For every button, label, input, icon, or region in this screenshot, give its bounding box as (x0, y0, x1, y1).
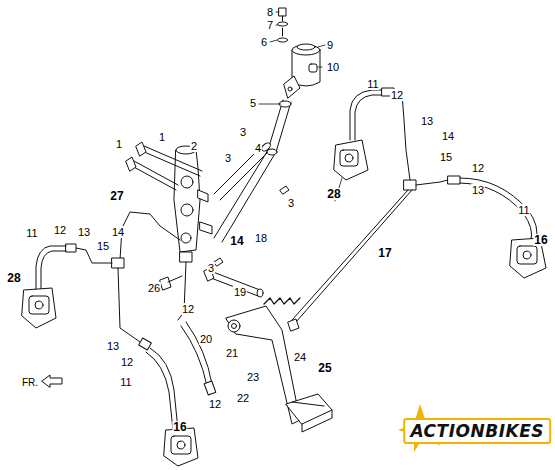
reservoir-hoses (214, 100, 291, 266)
callout-number: 11 (119, 376, 132, 388)
callout-number: 3 (287, 197, 295, 209)
callout-number: 12 (53, 224, 67, 236)
callout-number: 3 (224, 152, 232, 164)
callout-number: 28 (326, 188, 341, 200)
callout-number: 14 (441, 130, 455, 142)
callout-number: 16 (172, 421, 187, 433)
caliper-28-right (334, 140, 368, 180)
callout-number: 23 (246, 371, 260, 383)
callout-number: 6 (260, 36, 268, 48)
reservoir-bolt (278, 8, 288, 42)
callout-number: 20 (199, 333, 213, 345)
callout-number: 12 (181, 303, 195, 315)
connecting-rod (292, 190, 412, 322)
callout-number: 12 (208, 398, 222, 410)
master-cylinder (174, 146, 212, 262)
brand-logo: ACTIONBIKES (403, 418, 551, 444)
callout-number: 3 (239, 126, 247, 138)
callout-number: 12 (471, 162, 485, 174)
callout-number: 2 (190, 140, 198, 152)
callout-number: 1 (115, 138, 123, 150)
callout-number: 24 (293, 351, 307, 363)
front-arrow (42, 375, 62, 387)
mounting-bolts (126, 142, 263, 297)
callout-number: 26 (147, 282, 161, 294)
callout-number: 8 (266, 6, 274, 18)
callout-number: 3 (207, 262, 215, 274)
callout-number: 16 (533, 234, 548, 246)
front-marker: FR. (21, 377, 39, 389)
callout-number: 13 (420, 115, 434, 127)
callout-number: 11 (517, 204, 530, 216)
callout-number: 10 (326, 61, 340, 73)
callout-number: 15 (439, 151, 453, 163)
callout-number: 14 (229, 235, 244, 247)
callout-number: 18 (254, 232, 268, 244)
callout-number: 9 (326, 39, 334, 51)
callout-number: 5 (249, 97, 257, 109)
callout-number: 4 (254, 142, 262, 154)
callout-number: 7 (266, 19, 274, 31)
callout-number: 12 (390, 89, 404, 101)
callout-number: 13 (106, 340, 120, 352)
callout-number: 17 (377, 247, 392, 259)
callout-number: 21 (225, 347, 239, 359)
callout-number: 19 (233, 286, 247, 298)
callout-number: 1 (158, 131, 166, 143)
callout-number: 11 (366, 78, 379, 90)
callout-number: 11 (25, 227, 38, 239)
brake-pedal (226, 298, 332, 432)
callout-number: 14 (111, 226, 125, 238)
right-brake-lines (350, 88, 537, 240)
callout-number: 13 (77, 226, 91, 238)
left-brake-lines (36, 212, 216, 430)
callout-number: 13 (471, 184, 485, 196)
leader-lines (259, 12, 342, 201)
fluid-reservoir (284, 44, 320, 98)
callout-number: 25 (317, 362, 332, 374)
callout-number: 27 (109, 190, 124, 202)
caliper-16-left (164, 428, 198, 466)
callout-number: 22 (236, 392, 250, 404)
callout-number: 28 (6, 272, 21, 284)
caliper-28-left (22, 288, 56, 328)
callout-number: 12 (120, 356, 134, 368)
callout-number: 15 (96, 240, 110, 252)
